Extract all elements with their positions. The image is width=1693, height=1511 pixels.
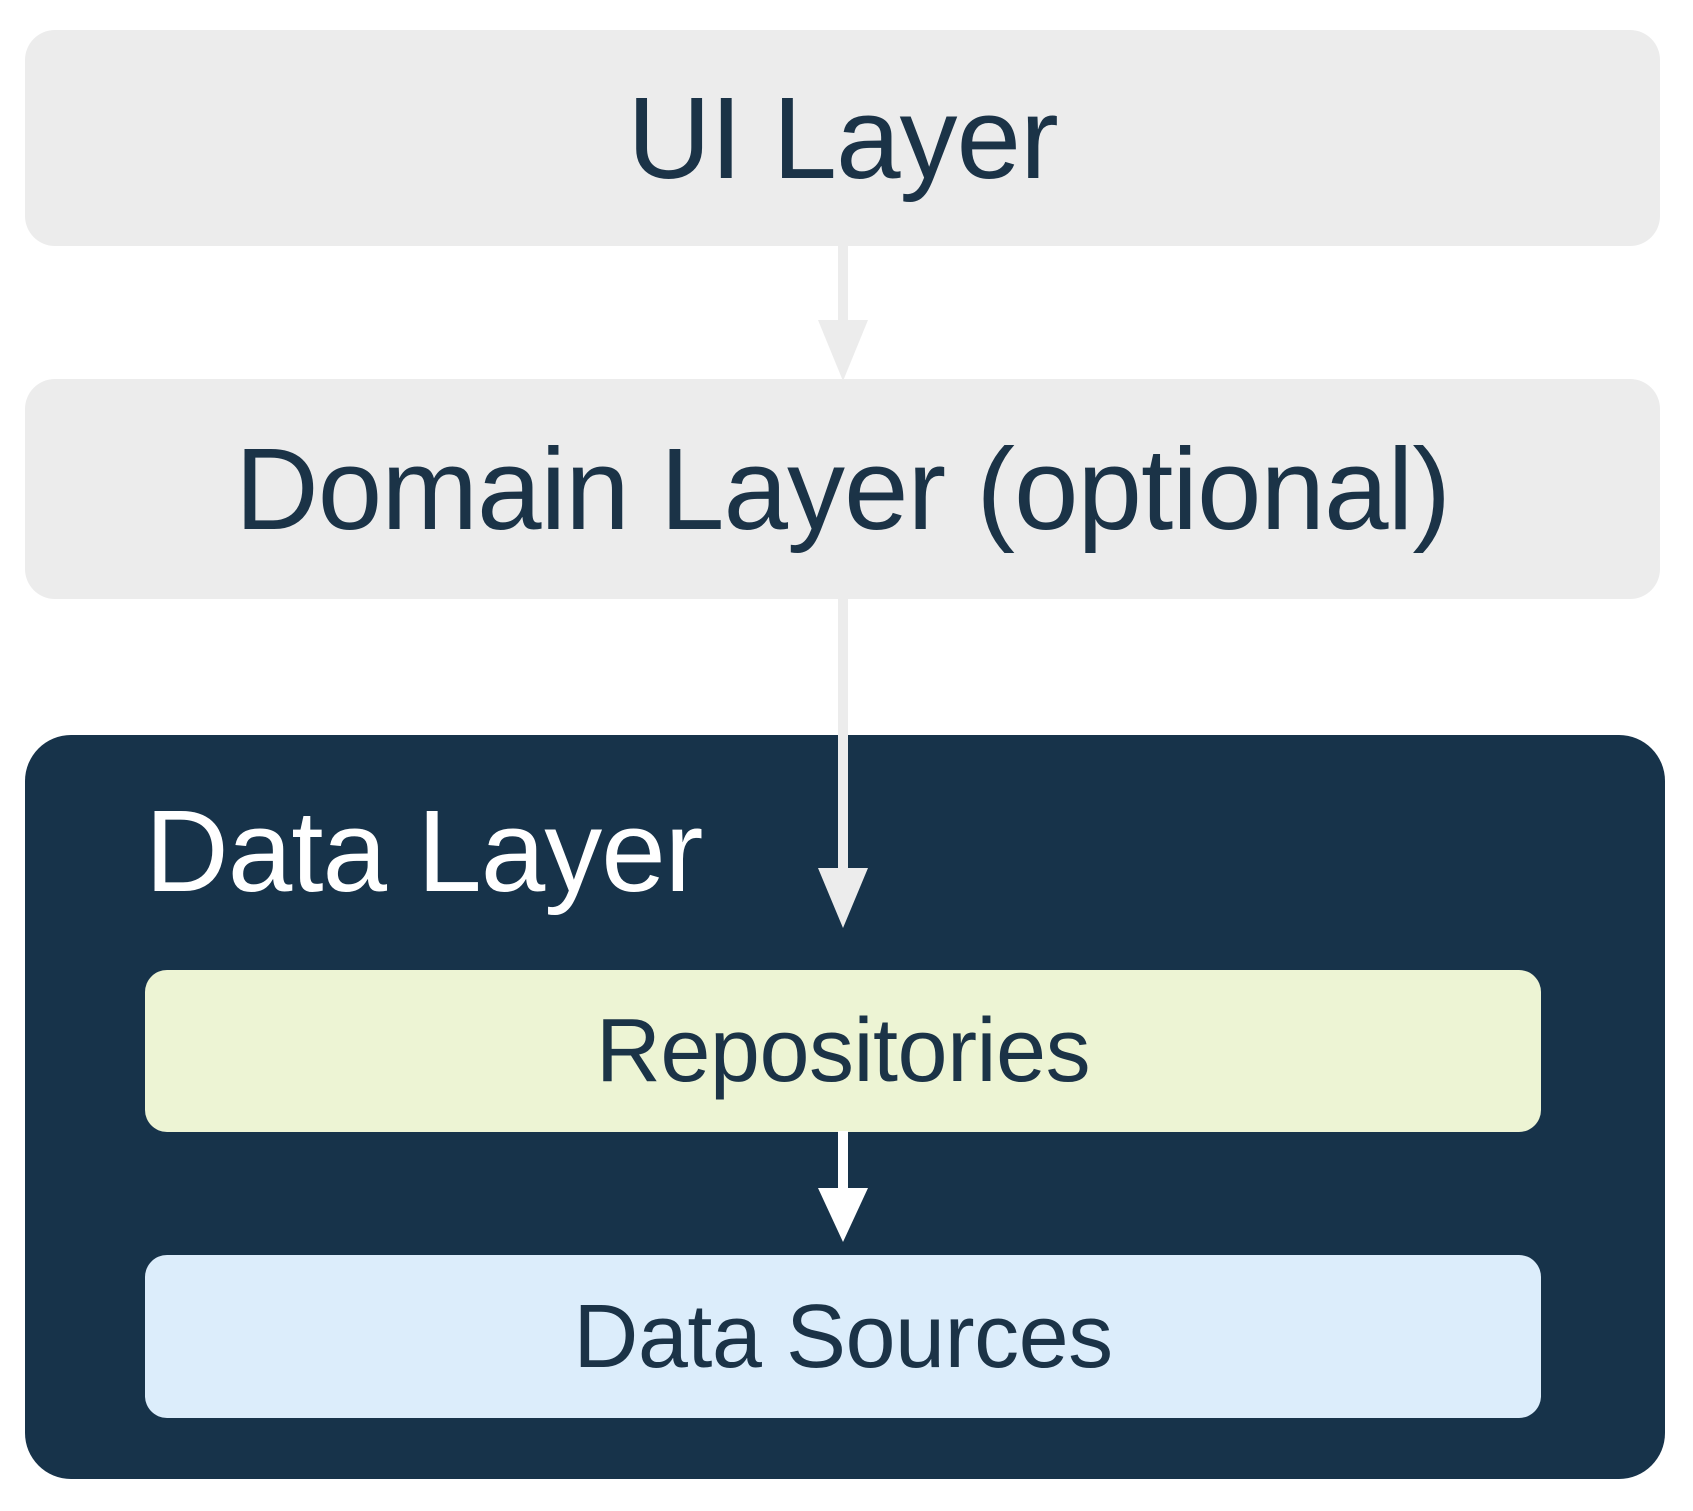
ui-layer-label: UI Layer xyxy=(627,73,1058,203)
domain-layer-label: Domain Layer (optional) xyxy=(235,424,1451,554)
domain-layer-box[interactable]: Domain Layer (optional) xyxy=(25,379,1660,599)
data-layer-label: Data Layer xyxy=(145,786,703,916)
arrow-ui-to-domain xyxy=(818,245,868,381)
data-sources-box[interactable]: Data Sources xyxy=(145,1255,1541,1418)
data-sources-label: Data Sources xyxy=(573,1286,1113,1387)
repositories-box[interactable]: Repositories xyxy=(145,970,1541,1132)
repositories-label: Repositories xyxy=(595,1001,1091,1101)
ui-layer-box[interactable]: UI Layer xyxy=(25,30,1660,246)
